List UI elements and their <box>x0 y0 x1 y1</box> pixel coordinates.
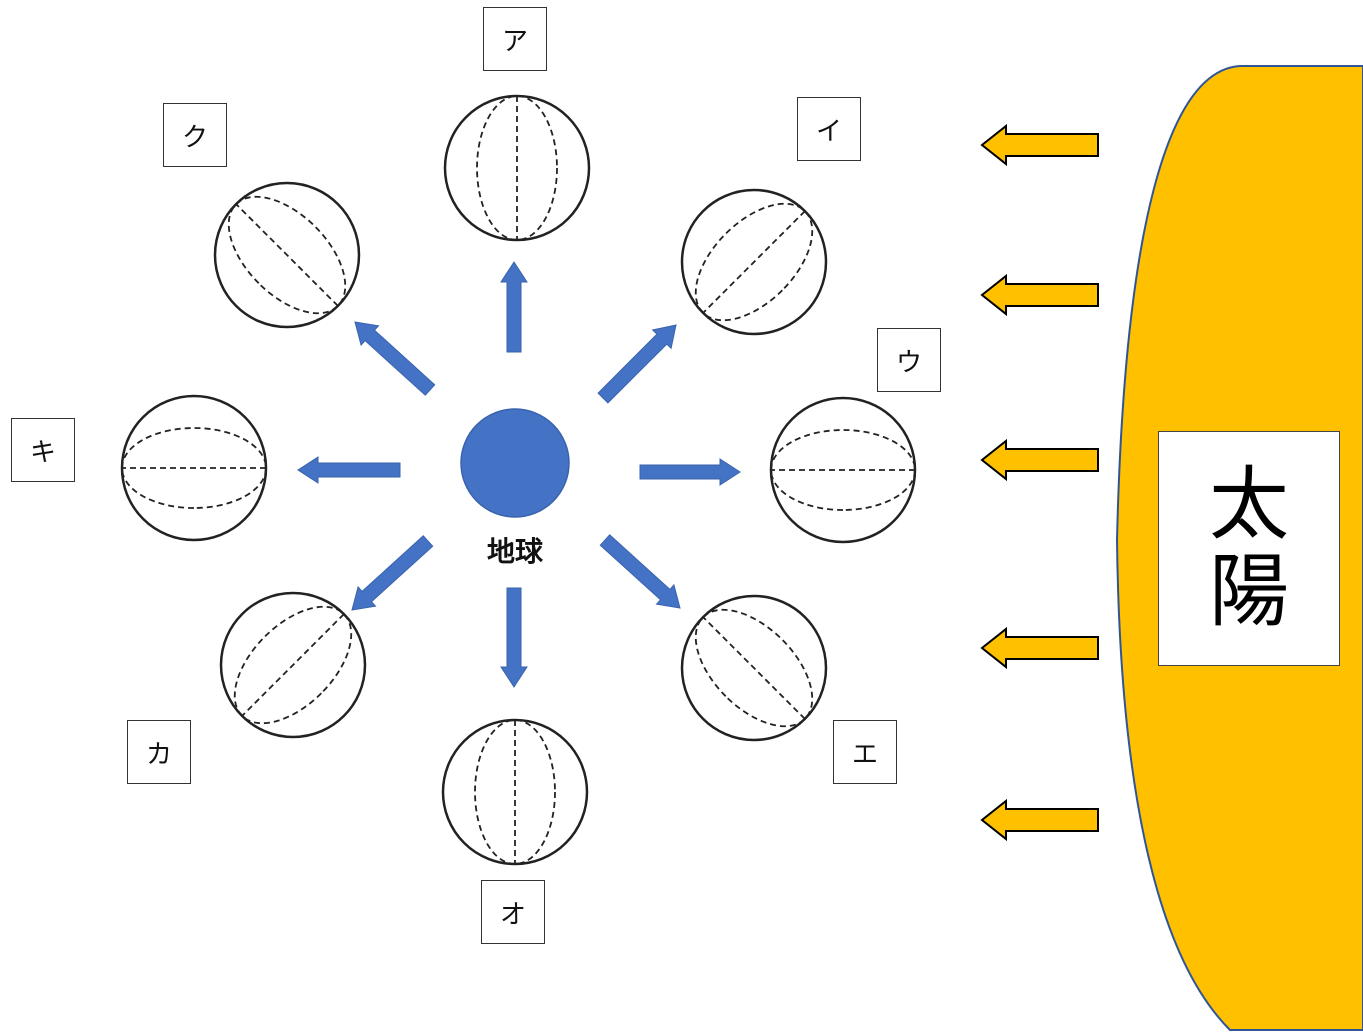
position-label-ku: ク <box>163 103 227 167</box>
earth-circle <box>460 408 570 518</box>
position-label-u: ウ <box>877 328 941 392</box>
earth-label: 地球 <box>486 535 543 568</box>
position-label-i: イ <box>797 97 861 161</box>
position-label-e: エ <box>833 720 897 784</box>
sunlight-arrow-icon <box>980 438 1099 482</box>
sun-label-char-1: 太 <box>1209 458 1289 552</box>
sunlight-arrow-icon <box>980 273 1099 317</box>
sunlight-arrow-icon <box>980 123 1099 167</box>
direction-arrow-left <box>297 456 401 484</box>
globe-sphere-icon <box>441 718 589 866</box>
globe-sphere-icon <box>650 564 858 772</box>
direction-arrow-up <box>500 261 528 353</box>
sun-label-box: 太 陽 <box>1158 431 1340 666</box>
sunlight-arrow-icon <box>980 798 1099 842</box>
position-label-a: ア <box>483 7 547 71</box>
direction-arrow-down-right <box>599 534 681 609</box>
direction-arrow-down-left <box>351 535 434 611</box>
direction-arrow-down <box>500 587 528 688</box>
globe-sphere-icon <box>120 394 268 542</box>
sun-label-char-2: 陽 <box>1209 544 1289 638</box>
globe-sphere-icon <box>769 396 917 544</box>
globe-sphere-icon <box>443 94 591 242</box>
direction-arrow-up-right <box>597 324 677 404</box>
globe-sphere-icon <box>650 158 858 366</box>
sunlight-arrow-icon <box>980 626 1099 670</box>
direction-arrow-right <box>639 458 741 486</box>
direction-arrow-up-left <box>354 321 436 396</box>
position-label-ka: カ <box>127 720 191 784</box>
position-label-ki: キ <box>11 418 75 482</box>
position-label-o: オ <box>481 880 545 944</box>
